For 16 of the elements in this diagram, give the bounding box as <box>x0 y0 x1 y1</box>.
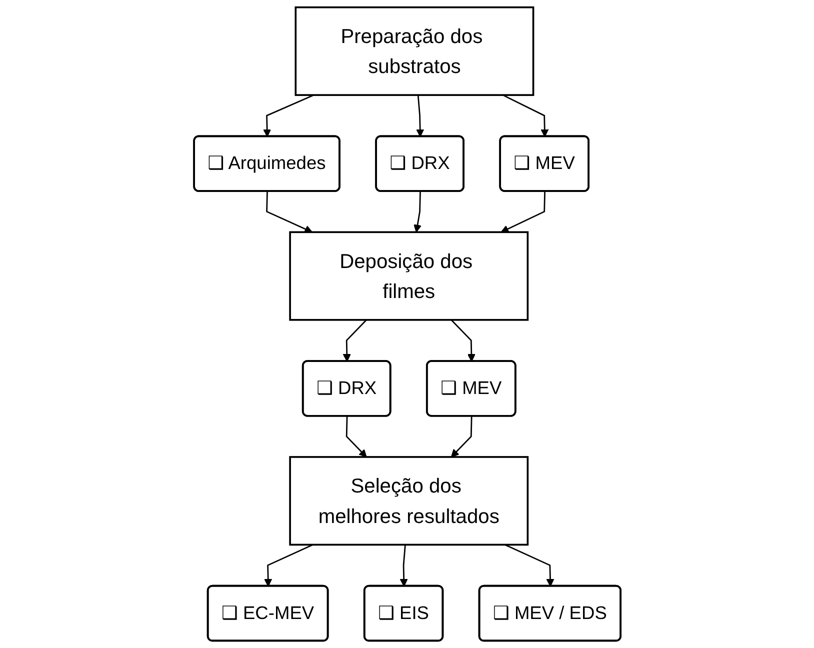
arrow <box>504 544 554 587</box>
arrow <box>500 191 546 233</box>
arrow <box>399 544 408 587</box>
arrow <box>266 191 312 233</box>
arrow <box>342 319 367 362</box>
arrow <box>502 94 548 137</box>
arrow <box>262 94 314 137</box>
arrow <box>450 319 476 362</box>
arrow <box>264 544 313 587</box>
arrow <box>416 95 424 137</box>
arrow <box>346 416 366 458</box>
node-box: Seleção dos melhores resultados <box>288 456 528 546</box>
node-box: Deposição dos filmes <box>288 231 528 321</box>
arrow <box>450 416 472 458</box>
node-box: Preparação dos substratos <box>294 6 534 96</box>
arrow <box>413 191 422 232</box>
